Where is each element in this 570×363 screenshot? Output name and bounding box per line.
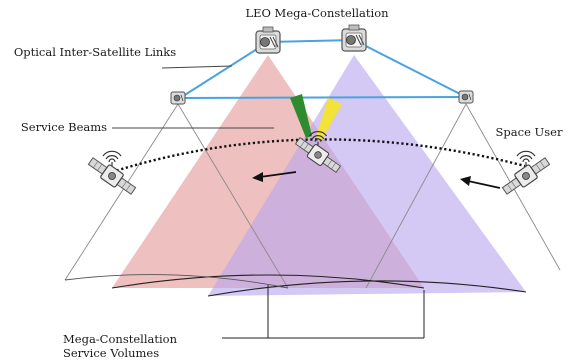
service-volume-arc-front (207, 280, 527, 297)
satellite-icon-right (458, 90, 474, 104)
motion-arrow-right (460, 176, 501, 189)
satellite-icon-left (170, 91, 186, 105)
space-user-icon-right (499, 150, 553, 199)
service-volumes-label-line2: Service Volumes (63, 346, 159, 360)
service-volume-arc-left (64, 274, 289, 289)
optical-links (179, 39, 467, 99)
service-beam-yellow (316, 98, 342, 140)
service-beams-label: Service Beams (21, 120, 107, 134)
right-outline-cone (365, 103, 561, 289)
purple-service-cone (208, 55, 526, 296)
space-user-label: Space User (496, 125, 563, 139)
optical-links-label: Optical Inter-Satellite Links (14, 45, 176, 59)
service-beam-green (290, 94, 312, 138)
satellite-icon-top-left (255, 26, 281, 54)
service-volumes-label-line1: Mega-Constellation (63, 332, 178, 346)
title-label: LEO Mega-Constellation (245, 6, 389, 20)
satellite-icon-top-right (341, 24, 367, 52)
space-user-icon-left (85, 150, 139, 199)
optical-links-leader (161, 65, 233, 69)
motion-arrow-left (252, 171, 297, 182)
service-volume-arc-back (111, 274, 425, 289)
